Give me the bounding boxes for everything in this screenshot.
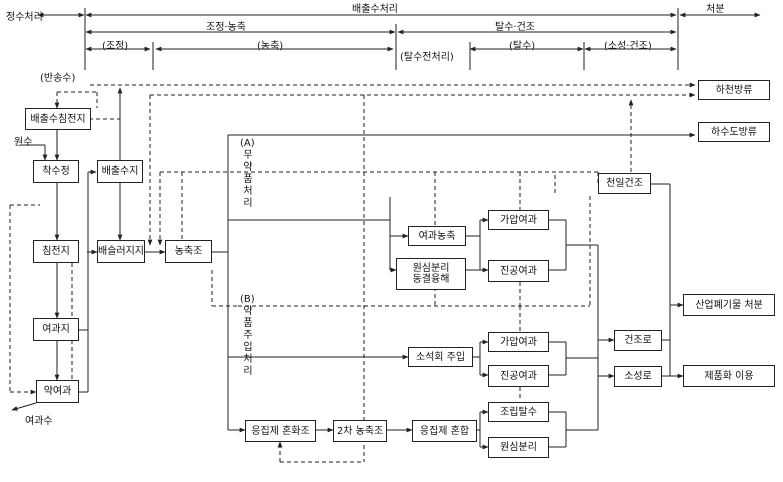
lime-dosing-box: 소석회 주입 xyxy=(408,347,473,367)
dewatering-drying-label: 탈수·건조 xyxy=(495,22,535,33)
discharge-settling-tank-box: 배출수침전지 xyxy=(25,108,91,130)
discharge-tank-box: 배출수지 xyxy=(97,160,143,183)
filter-basin-box: 여과지 xyxy=(33,318,79,341)
disposal-stage-label: 처분 xyxy=(706,4,725,15)
river-discharge-box: 하천방류 xyxy=(698,80,770,100)
secondary-thickener-box: 2차 농축조 xyxy=(333,420,387,442)
sewer-discharge-box: 하수도방류 xyxy=(698,122,770,142)
pressure-filter-b-box: 가압여과 xyxy=(488,332,549,352)
group-a-letter: (A) xyxy=(240,138,255,149)
pre-dewatering-label: (탈수전처리) xyxy=(400,52,454,63)
sedimentation-basin-box: 침전지 xyxy=(33,240,79,263)
granular-dewatering-box: 조립탈수 xyxy=(488,402,549,422)
raw-water-label: 원수 xyxy=(14,137,33,148)
receiving-well-box: 착수정 xyxy=(33,160,79,183)
freeze-thaw-label: 동결융해 xyxy=(412,274,450,285)
thickener-box: 농축조 xyxy=(165,240,212,263)
industrial-waste-disposal-box: 산업폐기물 처분 xyxy=(683,294,775,316)
dryer-box: 건조로 xyxy=(614,330,662,351)
group-b-label: 약품주입처리 xyxy=(243,306,253,377)
discharge-treatment-stage-label: 배출수처리 xyxy=(352,4,398,15)
coagulant-blending-box: 응집제 혼합 xyxy=(412,420,477,442)
coagulant-mixing-tank-box: 응집제 혼화조 xyxy=(245,420,316,442)
group-a-label: 무약품처리 xyxy=(243,150,253,209)
sludge-tank-box: 배슬러지지 xyxy=(97,240,145,263)
return-water-label: (반송수) xyxy=(40,73,76,84)
dewatering-label: (탈수) xyxy=(509,41,536,52)
sun-drying-box: 천일건조 xyxy=(598,173,651,194)
conditioning-thickening-label: 조정·농축 xyxy=(206,22,246,33)
water-treatment-stage-label: 정수처리 xyxy=(6,12,43,23)
centrifuge-freeze-box: 원심분리 동결융해 xyxy=(396,258,466,290)
kiln-box: 소성로 xyxy=(614,366,662,387)
centrifuge-box: 원심분리 xyxy=(488,437,549,458)
vacuum-filter-b-box: 진공여과 xyxy=(488,365,549,387)
filtration-thickening-box: 여과농축 xyxy=(408,226,466,246)
centrifuge-label: 원심분리 xyxy=(412,263,450,274)
firing-drying-label: (소성·건조) xyxy=(604,41,652,52)
thickening-label: (농축) xyxy=(257,41,284,52)
chemical-filtration-box: 약여과 xyxy=(36,380,79,403)
filtered-water-label: 여과수 xyxy=(25,416,53,427)
product-utilization-box: 제품화 이용 xyxy=(683,365,775,387)
pressure-filter-a-box: 가압여과 xyxy=(488,210,549,230)
vacuum-filter-a-box: 진공여과 xyxy=(488,260,549,282)
conditioning-label: (조정) xyxy=(102,41,129,52)
group-b-letter: (B) xyxy=(240,294,255,305)
